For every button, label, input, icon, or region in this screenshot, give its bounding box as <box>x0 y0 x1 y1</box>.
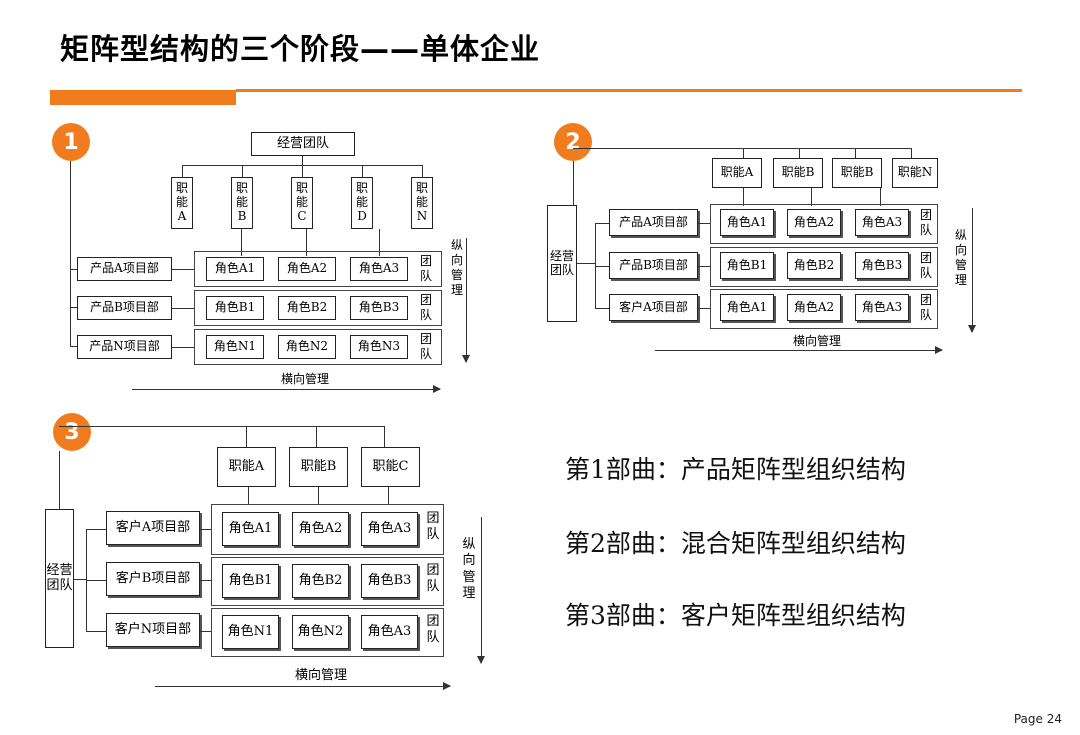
vertical-arrow <box>477 517 485 664</box>
accent-bar <box>50 90 236 105</box>
role-box: 角色N2 <box>292 615 349 649</box>
team-row-1 <box>194 251 442 287</box>
horizontal-arrow <box>132 385 441 393</box>
project-dept-box: 客户N项目部 <box>106 613 200 647</box>
role-box: 角色A3 <box>855 209 909 236</box>
role-box: 角色B2 <box>292 564 349 598</box>
role-box: 角色N1 <box>206 335 264 359</box>
function-box: 职能B <box>231 177 253 229</box>
function-box: 职能C <box>291 177 313 229</box>
team-row-1 <box>211 504 444 555</box>
page-title: 矩阵型结构的三个阶段——单体企业 <box>60 32 541 66</box>
role-box: 角色B3 <box>855 252 909 279</box>
role-box: 角色B2 <box>787 252 841 279</box>
management-team-box: 经营团队 <box>547 205 577 322</box>
stage-description-3: 第3部曲：客户矩阵型组织结构 <box>565 601 906 630</box>
team-label: 团队 <box>426 563 440 595</box>
project-dept-box: 产品A项目部 <box>609 209 698 236</box>
role-box: 角色A1 <box>222 512 279 546</box>
vertical-arrow <box>462 238 470 363</box>
step-badge-2: 2 <box>554 123 592 161</box>
step-badge-1: 1 <box>52 123 90 161</box>
function-box: 职能D <box>351 177 373 229</box>
role-box: 角色A3 <box>350 257 408 281</box>
horizontal-management-label: 横向管理 <box>793 334 842 348</box>
team-row-1 <box>710 204 938 244</box>
role-box: 角色B1 <box>720 252 774 279</box>
team-label: 团队 <box>919 208 932 237</box>
role-box: 角色A2 <box>292 512 349 546</box>
role-box: 角色A3 <box>361 615 418 649</box>
function-box: 职能B <box>832 158 882 188</box>
role-box: 角色N2 <box>278 335 336 359</box>
team-row-3 <box>194 329 442 365</box>
team-row-2 <box>194 290 442 326</box>
function-box: 职能B <box>289 447 348 487</box>
role-box: 角色A1 <box>206 257 264 281</box>
horizontal-arrow <box>155 682 451 690</box>
function-box: 职能B <box>773 158 823 188</box>
team-label: 团队 <box>419 254 432 283</box>
stage-description-1: 第1部曲：产品矩阵型组织结构 <box>565 455 906 484</box>
vertical-management-label: 纵向管理 <box>450 238 463 297</box>
team-row-2 <box>211 557 444 606</box>
function-box: 职能A <box>217 447 276 487</box>
team-label: 团队 <box>919 293 932 322</box>
role-box: 角色N1 <box>222 615 279 649</box>
project-dept-box: 产品A项目部 <box>77 257 172 281</box>
team-label: 团队 <box>426 511 440 543</box>
role-box: 角色A3 <box>361 512 418 546</box>
team-label: 团队 <box>419 332 432 361</box>
role-box: 角色A3 <box>855 294 909 321</box>
project-dept-box: 产品B项目部 <box>77 296 172 320</box>
vertical-management-label: 纵向管理 <box>954 228 967 287</box>
project-dept-box: 客户A项目部 <box>609 294 698 321</box>
horizontal-arrow <box>655 346 943 354</box>
project-dept-box: 客户B项目部 <box>106 562 200 596</box>
horizontal-management-label: 横向管理 <box>281 372 330 386</box>
vertical-management-label: 纵向管理 <box>462 537 476 601</box>
role-box: 角色A2 <box>787 209 841 236</box>
management-team-box: 经营团队 <box>251 132 355 156</box>
function-box: 职能N <box>892 158 938 188</box>
vertical-arrow <box>968 208 976 333</box>
function-box: 职能A <box>712 158 762 188</box>
role-box: 角色A1 <box>720 294 774 321</box>
role-box: 角色A2 <box>787 294 841 321</box>
team-label: 团队 <box>419 293 432 322</box>
function-box: 职能C <box>361 447 420 487</box>
page-number: Page 24 <box>1013 712 1062 726</box>
project-dept-box: 客户A项目部 <box>106 511 200 545</box>
team-row-2 <box>710 247 938 287</box>
step-badge-3: 3 <box>53 413 91 451</box>
project-dept-box: 产品B项目部 <box>609 252 698 279</box>
accent-line <box>236 89 1022 92</box>
team-row-3 <box>710 289 938 329</box>
team-row-3 <box>211 608 444 657</box>
stage-description-2: 第2部曲：混合矩阵型组织结构 <box>565 529 906 558</box>
horizontal-management-label: 横向管理 <box>295 668 348 683</box>
role-box: 角色B3 <box>361 564 418 598</box>
function-box: 职能N <box>411 177 433 229</box>
team-label: 团队 <box>426 614 440 646</box>
role-box: 角色B1 <box>222 564 279 598</box>
project-dept-box: 产品N项目部 <box>77 335 172 359</box>
management-team-box: 经营团队 <box>45 509 74 648</box>
role-box: 角色N3 <box>350 335 408 359</box>
role-box: 角色A1 <box>720 209 774 236</box>
role-box: 角色B1 <box>206 296 264 320</box>
function-box: 职能A <box>171 177 193 229</box>
role-box: 角色A2 <box>278 257 336 281</box>
role-box: 角色B3 <box>350 296 408 320</box>
team-label: 团队 <box>919 251 932 280</box>
role-box: 角色B2 <box>278 296 336 320</box>
